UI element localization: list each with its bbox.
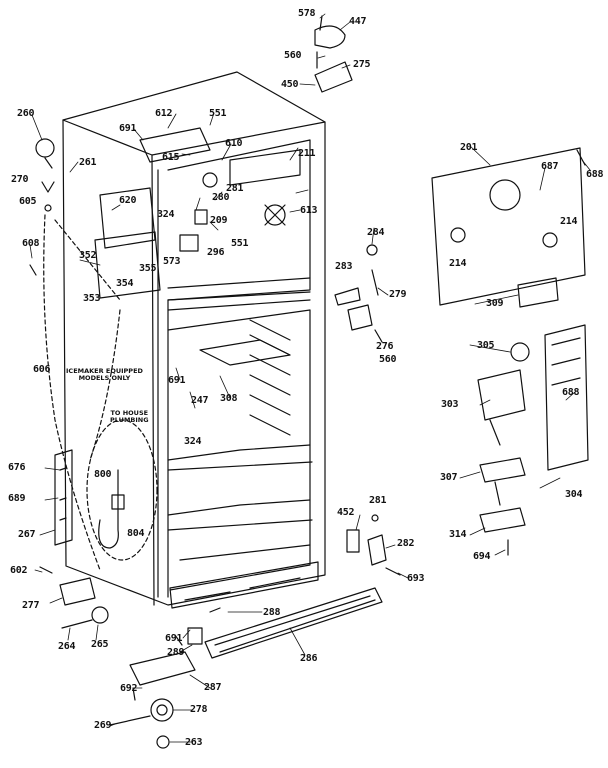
part-label: 303: [441, 399, 459, 410]
part-label: 355: [139, 263, 157, 274]
part-label: 305: [477, 340, 495, 351]
part-label: 452: [337, 507, 355, 518]
part-label: 209: [210, 215, 228, 226]
part-label: 800: [94, 469, 112, 480]
evaporator-cover: [431, 147, 586, 308]
part-label: 265: [91, 639, 109, 650]
part-label: 284: [367, 227, 385, 238]
leader-lines: [29, 13, 591, 743]
left-parts: [29, 138, 109, 629]
part-label: 211: [298, 148, 316, 159]
part-label: 264: [58, 641, 76, 652]
part-label: 307: [440, 472, 458, 483]
part-label: 687: [541, 161, 559, 172]
part-label: 612: [155, 108, 173, 119]
part-label: 278: [190, 704, 208, 715]
plumbing-note: TO HOUSE PLUMBING: [110, 409, 149, 425]
part-label: 270: [11, 174, 29, 185]
air-duct: [477, 324, 589, 556]
part-label: 551: [231, 238, 249, 249]
part-label: 288: [263, 607, 281, 618]
part-label: 289: [167, 647, 185, 658]
part-label: 447: [349, 16, 367, 27]
part-label: 261: [79, 157, 97, 168]
part-label: 282: [397, 538, 415, 549]
part-label: 279: [389, 289, 407, 300]
part-label: 691: [119, 123, 137, 134]
part-label: 304: [565, 489, 583, 500]
part-label: 276: [376, 341, 394, 352]
part-label: 353: [83, 293, 101, 304]
part-label: 602: [10, 565, 28, 576]
part-label: 277: [22, 600, 40, 611]
part-label: 214: [449, 258, 467, 269]
part-label: 354: [116, 278, 134, 289]
plumbing-note-line-2: PLUMBING: [110, 416, 149, 425]
part-label: 260: [17, 108, 35, 119]
part-label: 269: [94, 720, 112, 731]
part-label: 267: [18, 529, 36, 540]
part-label: 608: [22, 238, 40, 249]
part-label: 308: [220, 393, 238, 404]
part-label: 275: [353, 59, 371, 70]
part-label: 692: [120, 683, 138, 694]
icemaker-hose: [43, 214, 121, 571]
part-label: 201: [460, 142, 478, 153]
part-label: 688: [562, 387, 580, 398]
part-label: 613: [300, 205, 318, 216]
part-label: 309: [486, 298, 504, 309]
part-label: 573: [163, 256, 181, 267]
part-label: 551: [209, 108, 227, 119]
plumbing-kit-outline: [86, 419, 158, 561]
part-label: 263: [185, 737, 203, 748]
part-label: 691: [168, 375, 186, 386]
part-label: 688: [586, 169, 604, 180]
part-label: 694: [473, 551, 491, 562]
part-label: 606: [33, 364, 51, 375]
plumbing-note-line-1: TO HOUSE: [110, 409, 149, 417]
part-label: 287: [204, 682, 222, 693]
part-label: 324: [184, 436, 202, 447]
part-label: 283: [335, 261, 353, 272]
part-label: 247: [191, 395, 209, 406]
icemaker-note: ICEMAKER EQUIPPED MODELS ONLY: [66, 367, 143, 383]
part-label: 578: [298, 8, 316, 19]
part-label: 560: [284, 50, 302, 61]
part-label: 314: [449, 529, 467, 540]
part-label: 450: [281, 79, 299, 90]
part-label: 620: [119, 195, 137, 206]
part-label: 352: [79, 250, 97, 261]
part-label: 804: [127, 528, 145, 539]
part-label: 560: [379, 354, 397, 365]
top-hinge-parts: [314, 15, 353, 93]
part-label: 324: [157, 209, 175, 220]
part-label: 280: [212, 192, 230, 203]
icemaker-note-line-1: ICEMAKER EQUIPPED: [66, 367, 143, 375]
part-label: 281: [226, 183, 244, 194]
part-label: 676: [8, 462, 26, 473]
part-label: 689: [8, 493, 26, 504]
part-label: 610: [225, 138, 243, 149]
part-label: 693: [407, 573, 425, 584]
part-label: 281: [369, 495, 387, 506]
middle-right-parts: [334, 244, 401, 576]
part-label: 286: [300, 653, 318, 664]
bottom-parts: [109, 587, 383, 749]
icemaker-note-line-2: MODELS ONLY: [78, 374, 131, 383]
part-label: 691: [165, 633, 183, 644]
part-label: 296: [207, 247, 225, 258]
part-label: 615: [162, 152, 180, 163]
cabinet-drawing: [62, 71, 326, 609]
part-label: 605: [19, 196, 37, 207]
part-label: 214: [560, 216, 578, 227]
